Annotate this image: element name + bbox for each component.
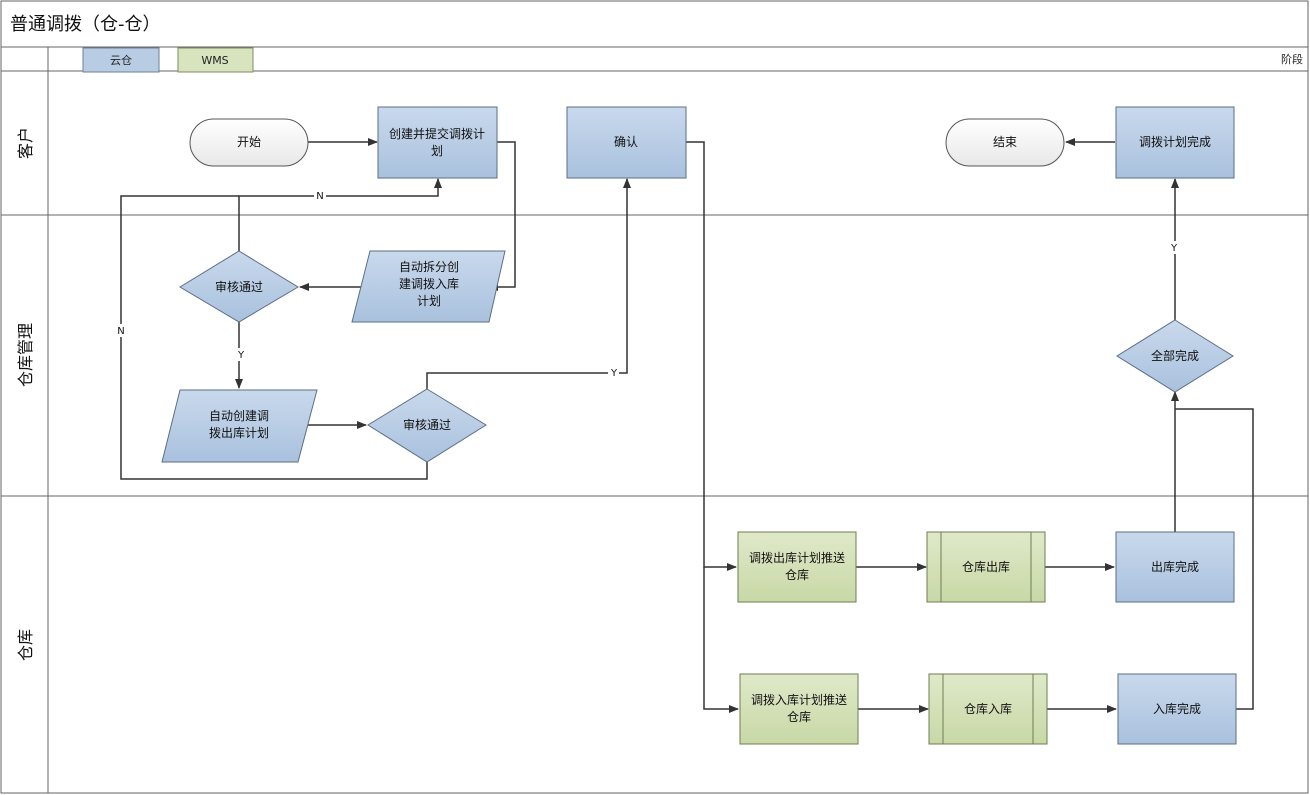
legend-cloud bbox=[82, 47, 160, 73]
warehouse-in-process[interactable] bbox=[928, 673, 1048, 745]
review2-label: 审核通过 bbox=[403, 417, 451, 432]
start-terminator[interactable] bbox=[189, 118, 309, 167]
edge-label-yes: Y bbox=[610, 368, 618, 379]
plan-done-process[interactable] bbox=[1115, 106, 1235, 179]
push-in-process[interactable] bbox=[739, 673, 859, 745]
end-terminator[interactable] bbox=[945, 118, 1065, 167]
end-label: 结束 bbox=[993, 135, 1017, 149]
auto-split-label: 建调拨入库 bbox=[399, 276, 459, 291]
diagram-title: 普通调拨（仓-仓） bbox=[10, 14, 161, 35]
in-done-process[interactable] bbox=[1117, 673, 1237, 745]
push-out-label: 调拨出库计划推送 bbox=[749, 550, 845, 565]
push-in-label: 调拨入库计划推送 bbox=[751, 692, 847, 707]
confirm-label: 确认 bbox=[614, 135, 638, 149]
edge-label-yes: Y bbox=[237, 350, 245, 361]
auto-split-label: 自动拆分创 bbox=[399, 259, 459, 274]
legend-cloud-label: 云仓 bbox=[110, 53, 132, 67]
edge-label-no: N bbox=[316, 191, 323, 202]
phase-label: 阶段 bbox=[1281, 52, 1303, 66]
lane-label-warehouse-mgmt: 仓库管理 bbox=[16, 323, 35, 387]
edge-confirm-pushout bbox=[686, 141, 737, 571]
create-submit-process[interactable] bbox=[377, 106, 498, 179]
plan-done-label: 调拨计划完成 bbox=[1139, 134, 1211, 149]
edge-review2-no bbox=[120, 195, 428, 480]
edge-review2-yes bbox=[426, 178, 631, 389]
lane-label-warehouse: 仓库 bbox=[16, 629, 35, 661]
legend-wms bbox=[177, 47, 254, 73]
in-done-label: 入库完成 bbox=[1153, 701, 1201, 716]
confirm-process[interactable] bbox=[566, 106, 687, 179]
edge-review1-no bbox=[238, 178, 442, 251]
all-done-decision[interactable] bbox=[1116, 319, 1234, 393]
warehouse-out-process[interactable] bbox=[926, 531, 1046, 603]
out-done-label: 出库完成 bbox=[1151, 559, 1199, 574]
auto-out-label: 自动创建调 bbox=[209, 409, 269, 423]
out-done-process[interactable] bbox=[1115, 531, 1235, 603]
edge-create-split bbox=[488, 141, 516, 291]
lane-label-customer: 客户 bbox=[16, 127, 35, 159]
edge-label-yes: Y bbox=[1170, 243, 1178, 254]
auto-out-label: 拨出库计划 bbox=[209, 425, 269, 440]
edge-label-no: N bbox=[117, 326, 124, 337]
auto-split-data[interactable] bbox=[351, 250, 506, 323]
edge-confirm-pushin bbox=[703, 567, 739, 713]
auto-split-label: 计划 bbox=[417, 294, 441, 308]
lane-header-column bbox=[0, 70, 49, 794]
review1-decision[interactable] bbox=[179, 250, 299, 323]
push-in-label: 仓库 bbox=[787, 709, 811, 724]
title-bar bbox=[0, 0, 1309, 48]
push-out-process[interactable] bbox=[737, 531, 857, 603]
start-label: 开始 bbox=[237, 135, 261, 149]
create-submit-label: 创建并提交调拨计 bbox=[389, 126, 485, 141]
warehouse-out-label: 仓库出库 bbox=[962, 559, 1010, 574]
edge-indone-all bbox=[1175, 408, 1254, 710]
push-out-label: 仓库 bbox=[785, 567, 809, 582]
connectors bbox=[120, 138, 1254, 713]
auto-out-data[interactable] bbox=[161, 389, 318, 463]
all-done-label: 全部完成 bbox=[1151, 348, 1199, 363]
review2-decision[interactable] bbox=[367, 388, 487, 463]
create-submit-label: 划 bbox=[431, 144, 443, 158]
legend-wms-label: WMS bbox=[201, 54, 228, 67]
review1-label: 审核通过 bbox=[215, 279, 263, 294]
warehouse-in-label: 仓库入库 bbox=[964, 701, 1012, 716]
